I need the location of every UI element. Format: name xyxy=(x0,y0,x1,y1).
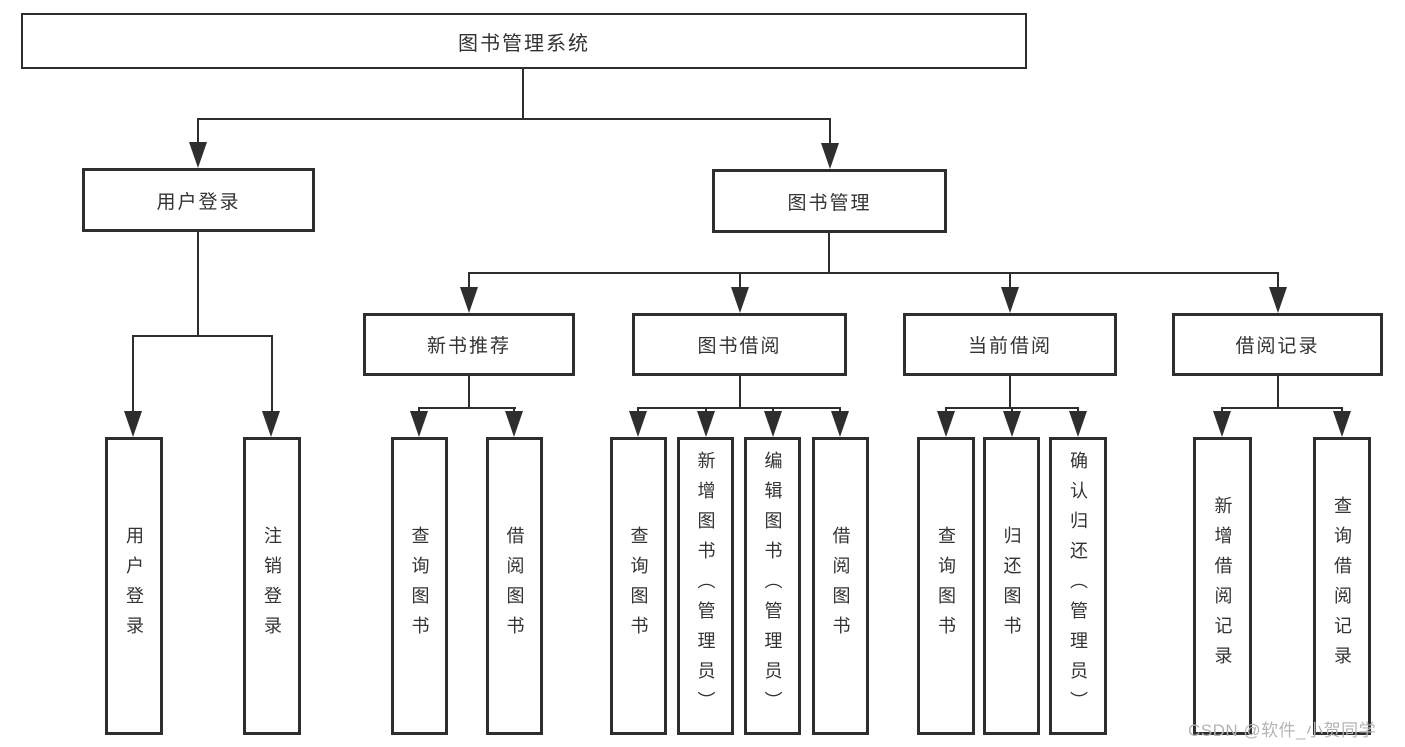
leaf-add-borrow-record-label: 新增借阅记录 xyxy=(1212,496,1233,676)
arrowhead xyxy=(937,411,955,437)
arrowhead xyxy=(189,142,207,168)
arrowhead xyxy=(505,411,523,437)
leaf-edit-book-admin: 编辑图书（管理员） xyxy=(744,437,801,735)
node-new-book-recommend-label: 新书推荐 xyxy=(426,336,511,357)
leaf-logout-label: 注销登录 xyxy=(262,526,282,646)
leaf-user-login: 用户登录 xyxy=(105,437,163,735)
arrowhead xyxy=(124,411,142,437)
leaf-query-books-current-label: 查询图书 xyxy=(936,526,956,646)
arrowhead xyxy=(821,143,839,169)
leaf-borrow-books-recommend-label: 借阅图书 xyxy=(504,526,525,646)
node-book-management: 图书管理 xyxy=(712,169,947,233)
edge-group-subbranch xyxy=(418,407,516,409)
leaf-add-book-admin: 新增图书（管理员） xyxy=(677,437,734,735)
node-current-borrowing: 当前借阅 xyxy=(903,313,1117,376)
edge-leaf-drop xyxy=(839,407,841,413)
arrowhead xyxy=(1069,411,1087,437)
node-book-borrowing: 图书借阅 xyxy=(632,313,847,376)
edge-level2-branch xyxy=(468,272,1279,274)
leaf-add-book-admin-label: 新增图书（管理员） xyxy=(695,451,716,721)
edge-group-stem xyxy=(468,376,470,409)
edge-group-subbranch xyxy=(637,407,841,409)
edge-level2-drop xyxy=(468,272,470,290)
arrowhead xyxy=(262,411,280,437)
edge-group-stem xyxy=(739,376,741,409)
arrowhead xyxy=(697,411,715,437)
arrowhead xyxy=(1003,411,1021,437)
edge-level2-drop xyxy=(1277,272,1279,290)
leaf-query-books-borrowing: 查询图书 xyxy=(610,437,667,735)
node-library-system-label: 图书管理系统 xyxy=(458,32,590,55)
edge-level2-drop xyxy=(739,272,741,290)
leaf-query-books-current: 查询图书 xyxy=(917,437,975,735)
arrowhead xyxy=(764,411,782,437)
edge-leaf-drop xyxy=(1341,407,1343,413)
leaf-logout: 注销登录 xyxy=(243,437,301,735)
edge-root-stem xyxy=(522,68,524,120)
leaf-return-book-label: 归还图书 xyxy=(1001,526,1022,646)
node-new-book-recommend: 新书推荐 xyxy=(363,313,575,376)
leaf-borrow-books-borrowing-label: 借阅图书 xyxy=(830,526,851,646)
edge-group-stem xyxy=(1009,376,1011,409)
edge-leaf-drop xyxy=(637,407,639,413)
edge-user-login-drop xyxy=(197,118,199,145)
arrowhead xyxy=(1213,411,1231,437)
leaf-query-borrow-record-label: 查询借阅记录 xyxy=(1332,496,1352,676)
leaf-return-book: 归还图书 xyxy=(983,437,1040,735)
edge-leaf-drop xyxy=(945,407,947,413)
leaf-query-borrow-record: 查询借阅记录 xyxy=(1313,437,1371,735)
node-borrow-records: 借阅记录 xyxy=(1172,313,1383,376)
arrowhead xyxy=(1269,287,1287,313)
edge-group-stem xyxy=(1277,376,1279,409)
arrowhead xyxy=(831,411,849,437)
leaf-confirm-return-admin-label: 确认归还（管理员） xyxy=(1068,451,1088,721)
node-book-borrowing-label: 图书借阅 xyxy=(697,336,782,357)
edge-level2-drop xyxy=(1009,272,1011,290)
arrowhead xyxy=(460,287,478,313)
edge-leaf-drop xyxy=(418,407,420,413)
arrowhead xyxy=(410,411,428,437)
leaf-add-borrow-record: 新增借阅记录 xyxy=(1193,437,1252,735)
edge-leaf-drop xyxy=(705,407,707,413)
leaf-borrow-books-recommend: 借阅图书 xyxy=(486,437,543,735)
leaf-query-books-borrowing-label: 查询图书 xyxy=(628,526,649,646)
node-user-login-label: 用户登录 xyxy=(156,191,241,213)
node-user-login: 用户登录 xyxy=(82,168,315,232)
leaf-borrow-books-borrowing: 借阅图书 xyxy=(812,437,869,735)
node-current-borrowing-label: 当前借阅 xyxy=(967,336,1052,357)
edge-group-subbranch xyxy=(1221,407,1343,409)
leaf-user-login-label: 用户登录 xyxy=(124,526,144,646)
arrowhead xyxy=(1001,287,1019,313)
arrowhead xyxy=(629,411,647,437)
edge-leaf-drop xyxy=(1221,407,1223,413)
edge-leaf-drop xyxy=(271,335,273,413)
watermark: CSDN @软件_小贺同学 xyxy=(1188,721,1377,740)
leaf-query-books-recommend: 查询图书 xyxy=(391,437,448,735)
edge-leaf-drop xyxy=(1011,407,1013,413)
arrowhead xyxy=(731,287,749,313)
edge-user-login-subbranch xyxy=(132,335,273,337)
edge-leaf-drop xyxy=(1077,407,1079,413)
edge-leaf-drop xyxy=(132,335,134,413)
edge-book-mgmt-stem xyxy=(828,233,830,274)
arrowhead xyxy=(1333,411,1351,437)
edge-book-mgmt-drop xyxy=(829,118,831,145)
leaf-confirm-return-admin: 确认归还（管理员） xyxy=(1049,437,1107,735)
edge-leaf-drop xyxy=(772,407,774,413)
leaf-query-books-recommend-label: 查询图书 xyxy=(409,526,430,646)
leaf-edit-book-admin-label: 编辑图书（管理员） xyxy=(762,451,783,721)
node-borrow-records-label: 借阅记录 xyxy=(1235,336,1320,357)
node-library-system: 图书管理系统 xyxy=(21,13,1027,69)
edge-leaf-drop xyxy=(513,407,515,413)
edge-level1-branch xyxy=(197,118,831,120)
edge-user-login-stem xyxy=(197,231,199,337)
node-book-management-label: 图书管理 xyxy=(787,192,872,214)
